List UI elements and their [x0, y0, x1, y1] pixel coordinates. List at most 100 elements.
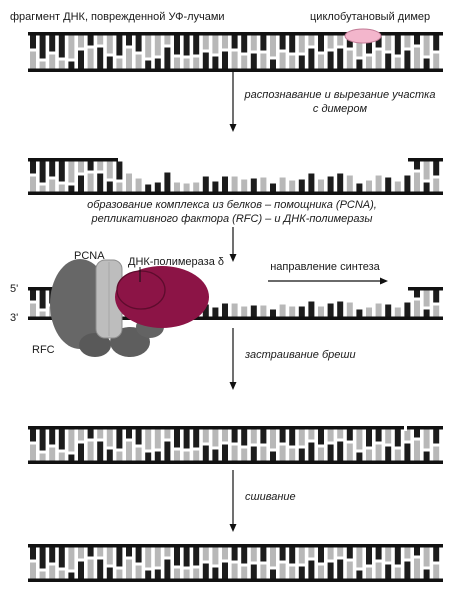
- dna-base: [154, 35, 161, 56]
- dna-base: [87, 441, 94, 461]
- dna-base: [145, 429, 152, 450]
- dna-backbone-top: [408, 287, 443, 291]
- dna-backbone-bottom: [28, 191, 443, 195]
- dna-base: [250, 429, 257, 444]
- dna-base: [289, 566, 296, 579]
- dna-base: [97, 35, 104, 45]
- dna-base: [433, 178, 440, 192]
- dna-base: [116, 161, 123, 180]
- dna-base: [126, 173, 132, 192]
- dna-base: [241, 179, 248, 192]
- dna-base: [39, 161, 46, 183]
- dna-base: [39, 61, 46, 69]
- dna-base: [49, 35, 56, 52]
- dna-base: [270, 309, 276, 317]
- dna-base: [212, 56, 219, 69]
- dna-base: [433, 547, 440, 562]
- dna-base: [126, 35, 132, 46]
- dna-base: [174, 450, 180, 461]
- dna-base: [366, 180, 372, 192]
- dna-base: [222, 35, 228, 49]
- dna-base: [68, 429, 75, 452]
- dna-base: [414, 547, 420, 556]
- dna-base: [231, 429, 238, 443]
- dna-base: [164, 172, 171, 192]
- dna-base: [279, 445, 286, 461]
- dna-base: [241, 566, 248, 579]
- dna-base: [270, 59, 276, 69]
- dna-base: [298, 566, 305, 579]
- dna-base: [385, 53, 392, 69]
- dna-base: [135, 429, 142, 445]
- dna-base: [106, 56, 113, 69]
- dna-base: [222, 444, 228, 461]
- dna-base: [366, 35, 372, 54]
- dna-base: [68, 572, 75, 579]
- dna-base: [394, 57, 401, 69]
- dna-base: [154, 58, 161, 69]
- dna-base: [212, 547, 219, 565]
- dna-base: [49, 547, 56, 563]
- dna-base: [174, 35, 180, 55]
- dna-base: [202, 35, 209, 50]
- dna-base: [385, 35, 392, 51]
- rfc-large: [50, 259, 110, 349]
- dna-base: [78, 161, 84, 173]
- dna-backbone-top: [28, 32, 443, 36]
- dna-backbone-bottom: [28, 578, 443, 582]
- dna-base: [68, 61, 75, 69]
- dna-base: [423, 429, 430, 449]
- dna-base: [183, 569, 190, 579]
- dna-base: [154, 547, 161, 567]
- dna-base: [222, 51, 228, 69]
- dna-base: [414, 35, 420, 45]
- dna-base: [423, 451, 430, 461]
- dna-base: [116, 547, 123, 567]
- dna-backbone-bottom: [28, 68, 443, 72]
- dna-filled-nicked: [28, 425, 443, 464]
- dna-base: [58, 429, 65, 450]
- dna-base: [39, 290, 46, 309]
- dna-base: [260, 305, 267, 317]
- dna-base: [39, 453, 46, 461]
- dna-base: [250, 53, 257, 69]
- dna-base: [423, 290, 430, 307]
- dna-base: [97, 547, 104, 557]
- dna-base: [145, 60, 152, 69]
- dna-base: [39, 571, 46, 579]
- dna-base: [279, 177, 286, 192]
- dna-base: [404, 302, 411, 317]
- dna-base: [212, 181, 219, 192]
- dna-base: [164, 441, 171, 461]
- dna-base: [87, 35, 94, 46]
- dna-base: [193, 547, 200, 566]
- dna-base: [116, 569, 123, 579]
- step2-label-line2: репликативного фактора (RFC) – и ДНК-пол…: [91, 213, 373, 225]
- dna-base: [30, 303, 36, 317]
- dna-base: [289, 547, 296, 564]
- dna-base: [183, 429, 190, 449]
- dna-base: [154, 429, 161, 449]
- dna-base: [327, 547, 334, 560]
- dna-base: [30, 161, 36, 174]
- dna-base: [356, 452, 363, 461]
- dna-base: [394, 35, 401, 55]
- dna-base: [174, 429, 180, 448]
- dna-base: [404, 50, 411, 69]
- dna-base: [135, 178, 142, 192]
- dna-base: [78, 175, 84, 192]
- rfc-label: RFC: [32, 344, 55, 356]
- dna-base: [308, 48, 315, 69]
- dna-base: [279, 547, 286, 561]
- dna-base: [298, 448, 305, 461]
- dna-base: [414, 172, 420, 192]
- dna-base: [356, 309, 363, 317]
- dna-base: [337, 547, 344, 557]
- protein-complex: [50, 259, 209, 357]
- dna-base: [289, 429, 296, 446]
- synthesis-direction-arrow: [268, 277, 388, 285]
- dna-base: [279, 52, 286, 69]
- dna-base: [356, 547, 363, 568]
- dna-base: [39, 311, 46, 317]
